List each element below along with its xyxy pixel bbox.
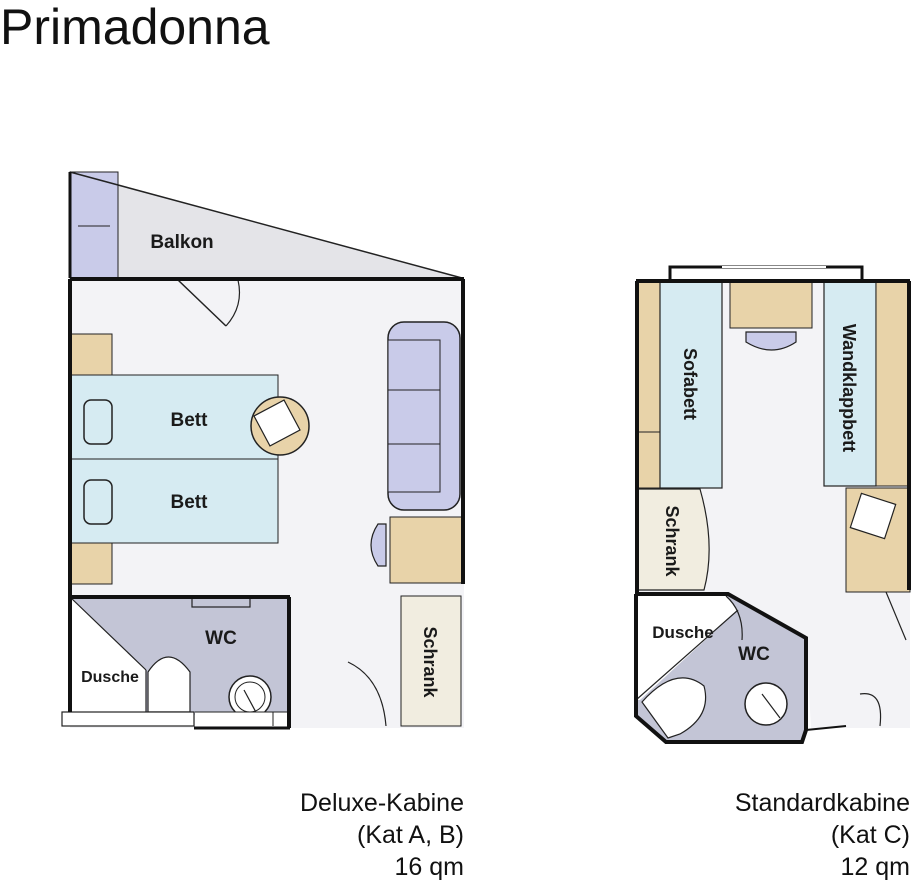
deluxe-caption-category: (Kat A, B) [357, 821, 464, 849]
balcony-label: Balkon [150, 232, 213, 253]
standard-wc-label: WC [738, 644, 770, 665]
deluxe-wc-label: WC [205, 628, 237, 649]
bed-2 [69, 458, 279, 544]
wallbed [823, 281, 877, 487]
sofa-seat [387, 339, 441, 493]
bed-1-label: Bett [171, 410, 209, 431]
standard-shower [636, 596, 738, 700]
pillow-1 [83, 399, 113, 445]
page-title: Primadonna [0, 0, 270, 55]
standard-caption-size: 12 qm [840, 853, 910, 881]
desk [389, 516, 463, 584]
balcony-chair [69, 171, 119, 279]
nightstand-bottom [69, 541, 113, 585]
sofabed-label: Sofabett [680, 348, 700, 420]
standard-wardrobe [636, 488, 710, 591]
standard-caption-category: (Kat C) [830, 821, 910, 849]
standard-caption: Standardkabine (Kat C) 12 qm [650, 787, 910, 883]
window [668, 265, 864, 283]
nightstand-top [69, 333, 113, 377]
standard-desk-chair [849, 492, 897, 540]
deluxe-shower [70, 597, 146, 715]
deluxe-wardrobe [400, 595, 462, 727]
pillow-2 [83, 479, 113, 525]
standard-sink [744, 682, 788, 726]
vanity-table [729, 281, 813, 329]
standard-caption-name: Standardkabine [734, 789, 910, 817]
deluxe-caption: Deluxe-Kabine (Kat A, B) 16 qm [240, 787, 464, 883]
deluxe-wardrobe-label: Schrank [420, 626, 440, 698]
table-chair [253, 399, 301, 447]
deluxe-cabin-plan: Bett Bett Schrank WC Dusche [61, 171, 465, 730]
deluxe-caption-name: Deluxe-Kabine [300, 789, 464, 817]
deluxe-toilet [147, 656, 191, 713]
deluxe-shower-label: Dusche [81, 669, 139, 686]
standard-wardrobe-label: Schrank [662, 505, 682, 577]
bath-step [61, 711, 195, 727]
standard-shower-label: Dusche [652, 623, 713, 642]
vanity-chair [745, 331, 797, 351]
wallbed-label: Wandklappbett [839, 324, 859, 452]
desk-chair [370, 523, 387, 567]
standard-cabin-plan: Sofabett Wandklappbett Schrank Dusche WC [634, 265, 911, 744]
sofabed [659, 281, 723, 489]
standard-toilet [641, 677, 707, 739]
bed-2-label: Bett [171, 492, 209, 513]
deluxe-caption-size: 16 qm [394, 853, 464, 881]
